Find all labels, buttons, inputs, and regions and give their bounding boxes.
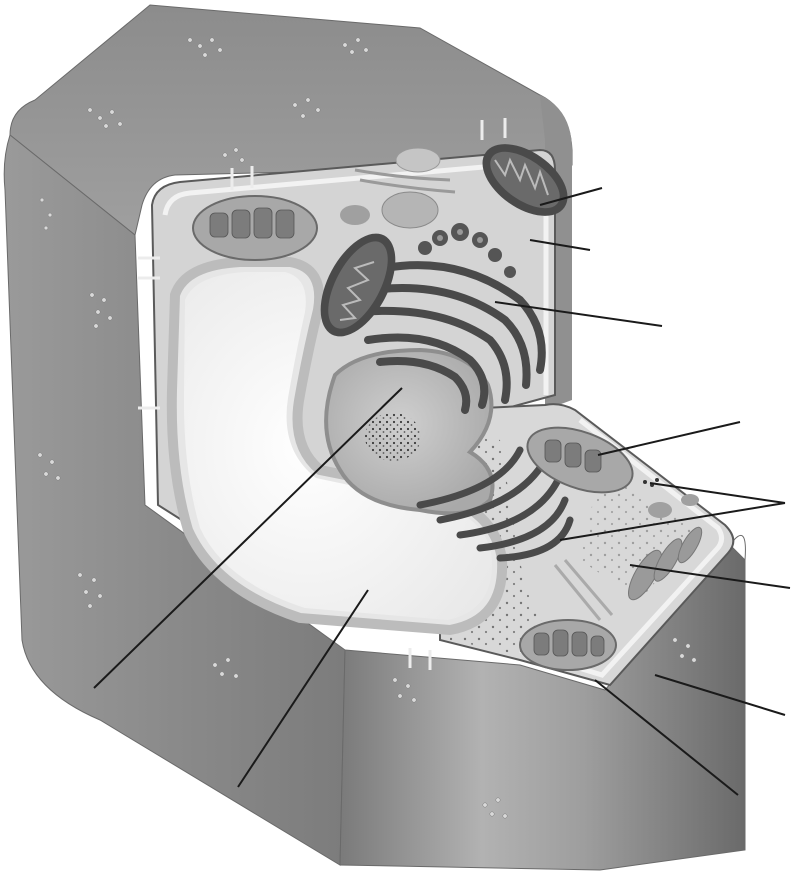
- nucleolus: [365, 413, 421, 461]
- chloroplast-top-left: [193, 196, 317, 260]
- leader-line-chloroplast: [598, 422, 740, 455]
- chloroplast-bottom: [520, 620, 616, 670]
